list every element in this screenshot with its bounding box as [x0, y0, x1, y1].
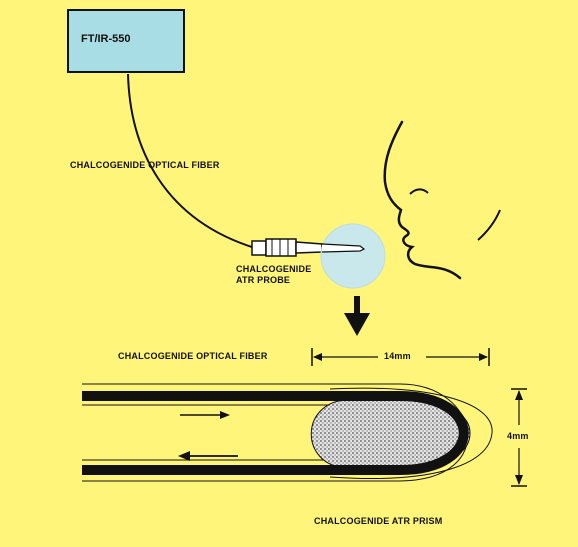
length-dimension — [311, 348, 490, 366]
fiber-label: CHALCOGENIDE OPTICAL FIBER — [70, 160, 220, 170]
contact-zone-circle — [320, 223, 386, 289]
fiber-detail-label: CHALCOGENIDE OPTICAL FIBER — [118, 351, 268, 361]
probe-label-line1: CHALCOGENIDE — [236, 264, 312, 274]
fiber-cable — [127, 73, 256, 249]
face-jaw — [477, 209, 501, 241]
light-out-arrow-icon — [178, 451, 238, 461]
width-dimension — [511, 388, 527, 487]
fiber-detail — [82, 383, 493, 482]
instrument-label: FT/IR-550 — [81, 33, 131, 45]
width-label: 4mm — [507, 431, 529, 441]
fiber-core — [82, 391, 469, 475]
face-eye — [409, 188, 429, 195]
light-in-arrow-icon — [180, 411, 230, 419]
prism-label: CHALCOGENIDE ATR PRISM — [314, 516, 443, 526]
probe-label-line2: ATR PROBE — [236, 275, 291, 285]
length-label: 14mm — [384, 351, 411, 361]
instrument-box: FT/IR-550 — [67, 9, 185, 73]
down-arrow-icon — [344, 296, 370, 336]
face-profile — [383, 120, 462, 280]
